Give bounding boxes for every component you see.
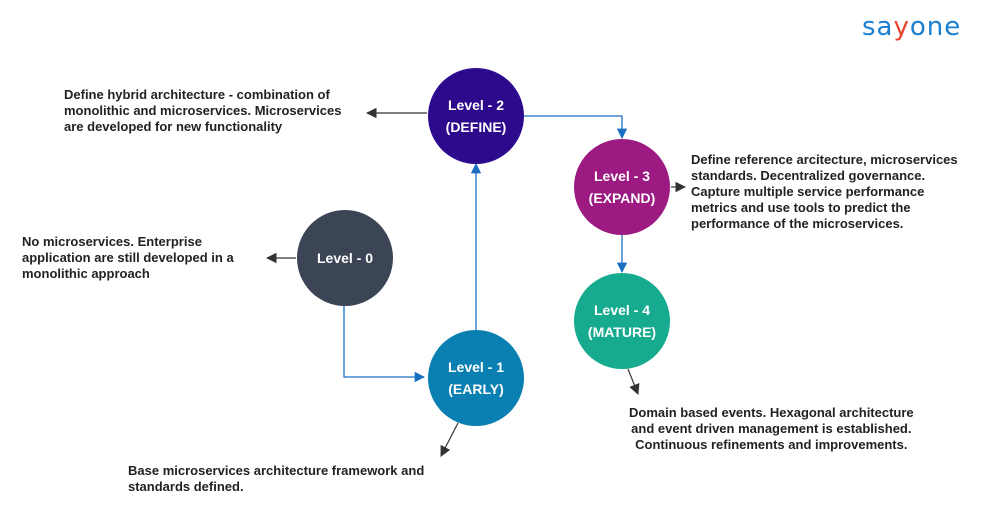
pointer-level-1	[440, 422, 459, 457]
level-4-description: Domain based events. Hexagonal architect…	[629, 405, 914, 452]
level-0-description: No microservices. Enterprise application…	[22, 234, 234, 281]
level-3-node: Level - 3 (EXPAND)	[574, 139, 670, 235]
level-4-node: Level - 4 (MATURE)	[574, 273, 670, 369]
level-2-title: Level - 2	[447, 97, 505, 113]
flow-connector-0-to-1	[343, 306, 426, 383]
level-0-title: Level - 0	[316, 250, 374, 266]
level-1-description: Base microservices architecture framewor…	[128, 463, 425, 494]
level-2-description: Define hybrid architecture - combination…	[64, 87, 342, 134]
flow-connector-2-to-3	[524, 115, 628, 140]
level-2-subtitle: (DEFINE)	[445, 119, 507, 135]
level-4-subtitle: (MATURE)	[587, 324, 657, 340]
level-4-title: Level - 4	[593, 302, 651, 318]
level-3-subtitle: (EXPAND)	[588, 190, 656, 206]
pointer-level-4	[627, 368, 640, 396]
level-2-node: Level - 2 (DEFINE)	[428, 68, 524, 164]
level-0-node: Level - 0	[297, 210, 393, 306]
level-3-description: Define reference arcitecture, microservi…	[691, 152, 958, 231]
sayone-logo: sayone	[862, 12, 962, 42]
level-1-subtitle: (EARLY)	[448, 381, 504, 397]
level-1-node: Level - 1 (EARLY)	[428, 330, 524, 426]
level-1-title: Level - 1	[447, 359, 505, 375]
level-3-title: Level - 3	[593, 168, 651, 184]
